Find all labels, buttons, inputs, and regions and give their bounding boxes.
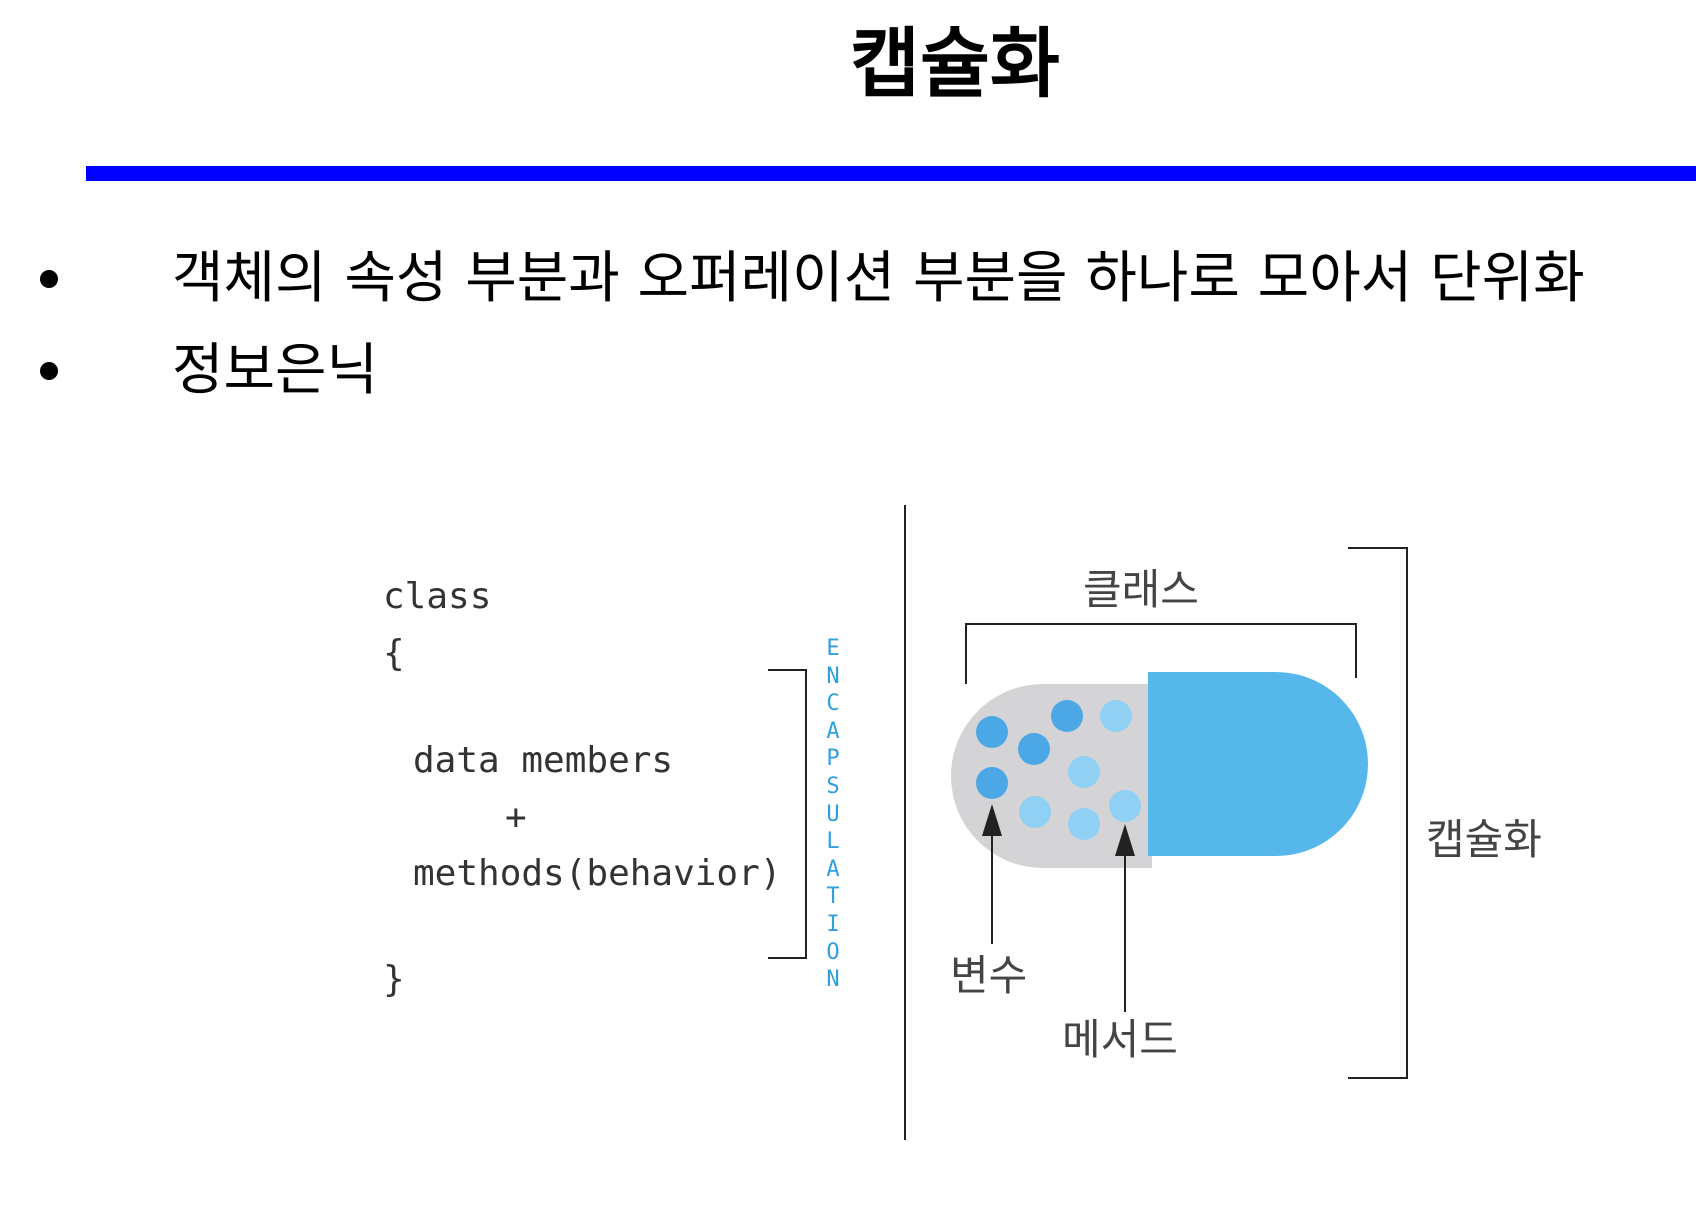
- bullet-text: 객체의 속성 부분과 오퍼레이션 부분을 하나로 모아서 단위화: [172, 246, 1585, 311]
- code-open-brace: {: [383, 633, 405, 674]
- variable-dot: [1051, 700, 1083, 732]
- method-dot: [1109, 790, 1141, 822]
- variable-dot: [1018, 733, 1050, 765]
- bullet-item: 객체의 속성 부분과 오퍼레이션 부분을 하나로 모아서 단위화: [0, 234, 1696, 324]
- encapsulation-bracket: [1348, 547, 1408, 1079]
- class-bracket: [965, 623, 1357, 684]
- encapsulation-letter: T: [826, 884, 840, 910]
- method-dot: [1068, 756, 1100, 788]
- encapsulation-letter: A: [826, 856, 840, 882]
- bullet-text: 정보은닉: [172, 338, 379, 403]
- code-class-keyword: class: [383, 576, 492, 617]
- code-close-brace: }: [383, 959, 405, 1000]
- variable-dot: [976, 716, 1008, 748]
- bullet-dot: [40, 270, 58, 288]
- page-title: 캡슐화: [850, 19, 1060, 108]
- encapsulation-letter: P: [826, 746, 840, 772]
- encapsulation-letter: N: [826, 967, 840, 993]
- encapsulation-label: 캡슐화: [1426, 815, 1542, 864]
- variables-label: 변수: [950, 951, 1028, 1000]
- class-label: 클래스: [1083, 565, 1199, 614]
- bullet-item: 정보은닉: [0, 326, 1696, 416]
- code-methods: methods(behavior): [413, 853, 782, 894]
- encapsulation-letter: E: [826, 636, 840, 661]
- variable-dot: [976, 767, 1008, 799]
- method-dot: [1068, 808, 1100, 840]
- methods-label: 메서드: [1062, 1015, 1178, 1064]
- method-dot: [1100, 700, 1132, 732]
- capsule-right-half: [1148, 672, 1368, 856]
- encapsulation-letter: I: [826, 911, 840, 937]
- encapsulation-letter: C: [826, 691, 840, 717]
- encapsulation-letter: N: [826, 663, 840, 689]
- code-bracket: [768, 669, 807, 959]
- code-plus: +: [505, 797, 527, 838]
- variable-pointer-arrowhead: [982, 804, 1002, 836]
- code-data-members: data members: [413, 740, 674, 781]
- encapsulation-letter: O: [826, 939, 840, 965]
- title-rule: [86, 166, 1696, 181]
- encapsulation-letter: U: [826, 801, 840, 827]
- method-dot: [1019, 796, 1051, 828]
- bullet-dot: [40, 362, 58, 380]
- encapsulation-letter: S: [826, 773, 840, 799]
- encapsulation-letter: L: [826, 829, 840, 855]
- method-pointer-arrowhead: [1115, 824, 1135, 856]
- encapsulation-letter: A: [826, 718, 840, 744]
